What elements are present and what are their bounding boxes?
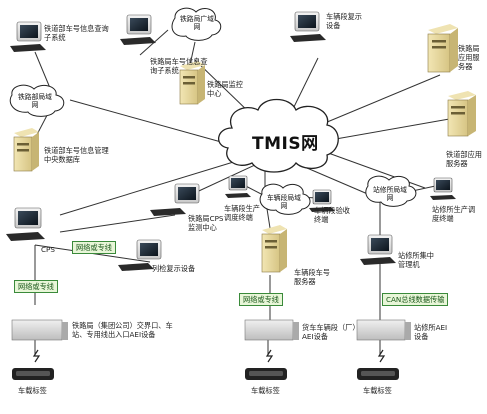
label-cps: CPS — [41, 245, 55, 254]
aei-devices — [11, 319, 411, 341]
label-ministry-central-database: 铁道部车号信息管理中央数据库 — [44, 146, 109, 164]
label-depot-acceptance-terminal: 车辆段验收终端 — [314, 206, 350, 224]
label-bureau-app-server: 铁路局应用服务器 — [458, 44, 480, 71]
server-icon — [447, 91, 476, 137]
vehicle-tags — [12, 368, 399, 380]
small-clouds — [9, 7, 417, 215]
aei-device-icon — [11, 319, 68, 341]
wireless-signal-icons — [32, 349, 386, 363]
label-vehicle-tag: 车载标签 — [363, 386, 392, 395]
label-station-lan: 站修所局域网 — [373, 186, 407, 202]
computer-icon — [6, 207, 45, 241]
label-station-central-manager: 站修所集中管理机 — [398, 251, 434, 269]
tag-icon — [357, 368, 399, 380]
computer-icon — [430, 177, 456, 200]
tag-icon — [12, 368, 54, 380]
computer-icon — [10, 21, 46, 52]
label-railway-ministry-query-subsystem: 铁道部车号信息查询子系统 — [44, 24, 109, 42]
computer-icon — [120, 14, 156, 45]
computer-icon — [360, 234, 396, 265]
computer-icon — [118, 239, 162, 271]
label-station-dispatch-terminal: 站修所生产调度终端 — [432, 205, 476, 223]
network-or-line-badge: 网络或专线 — [72, 241, 116, 254]
can-bus-badge: CAN总线数据传输 — [382, 293, 449, 306]
server-icon — [261, 225, 287, 273]
tmis-cloud — [218, 98, 339, 173]
label-bureau-cps-center: 铁路局CPS监测中心 — [188, 214, 224, 232]
label-vehicle-tag: 车载标签 — [18, 386, 47, 395]
tag-icon — [245, 368, 287, 380]
label-bureau-aei-device: 铁路局（集团公司）交界口、车站、专用线出入口AEI设备 — [72, 321, 173, 339]
label-ministry-lan: 铁路部局域网 — [18, 93, 52, 109]
server-icons — [13, 24, 476, 273]
label-depot-lan: 车辆段局域网 — [267, 194, 301, 210]
label-ministry-app-server: 铁道部应用服务器 — [446, 150, 482, 168]
label-depot-dispatch-terminal: 车辆段生产调度终端 — [224, 204, 260, 222]
label-depot-number-server: 车辆段车号服务器 — [294, 268, 330, 286]
computer-icons — [6, 11, 456, 271]
label-station-aei-device: 站修所AEI设备 — [414, 323, 448, 341]
server-icon — [13, 128, 39, 172]
network-or-line-badge: 网络或专线 — [14, 280, 58, 293]
computer-icon — [290, 11, 326, 42]
tmis-network-title: TMIS网 — [252, 134, 319, 154]
label-inspection-display: 列检复示设备 — [152, 264, 196, 273]
server-icon — [179, 61, 205, 105]
computer-icon — [150, 183, 200, 216]
label-bureau-monitoring-center: 铁路局监控中心 — [207, 80, 243, 98]
network-or-line-badge: 网络或专线 — [239, 293, 283, 306]
label-vehicle-tag: 车载标签 — [251, 386, 280, 395]
label-bureau-query-subsystem: 铁路局车号信息查询子系统 — [150, 57, 208, 75]
label-depot-aei-device: 货车车辆段（厂）AEI设备 — [302, 323, 360, 341]
aei-device-icon — [356, 319, 411, 341]
computer-icon — [309, 189, 335, 212]
aei-device-icon — [244, 319, 299, 341]
label-bureau-wan: 铁路局广域网 — [180, 15, 214, 31]
server-icon — [427, 24, 458, 73]
computer-icon — [225, 175, 251, 198]
label-depot-display-device: 车辆段复示设备 — [326, 12, 362, 30]
